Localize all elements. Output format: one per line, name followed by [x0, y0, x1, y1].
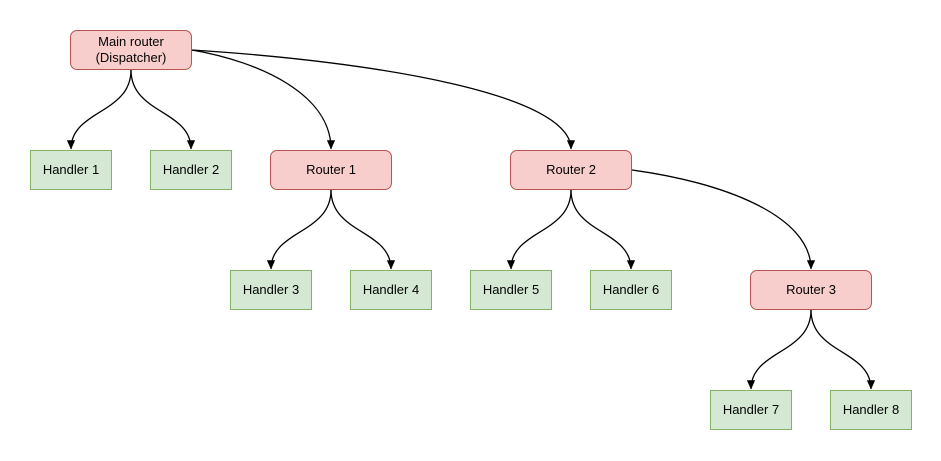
edge-main-router-to-router-2 [191, 49, 576, 150]
node-router-1: Router 1 [270, 150, 392, 190]
node-router-2: Router 2 [510, 150, 632, 190]
node-handler-7: Handler 7 [710, 390, 792, 430]
edge-main-router-to-handler-2 [130, 69, 196, 150]
node-main-router: Main router (Dispatcher) [70, 30, 192, 70]
edge-main-router-to-handler-1 [66, 69, 132, 150]
node-router-3: Router 3 [750, 270, 872, 310]
node-handler-3: Handler 3 [230, 270, 312, 310]
edge-router-1-to-handler-4 [330, 189, 396, 270]
node-handler-2: Handler 2 [150, 150, 232, 190]
node-handler-8: Handler 8 [830, 390, 912, 430]
edge-router-2-to-router-3 [631, 169, 816, 270]
edge-main-router-to-router-1 [191, 49, 336, 150]
node-handler-6: Handler 6 [590, 270, 672, 310]
edge-router-2-to-handler-6 [570, 189, 636, 270]
node-handler-5: Handler 5 [470, 270, 552, 310]
edge-router-2-to-handler-5 [506, 189, 572, 270]
edge-router-1-to-handler-3 [266, 189, 332, 270]
node-handler-4: Handler 4 [350, 270, 432, 310]
edge-router-3-to-handler-8 [810, 309, 876, 390]
edge-router-3-to-handler-7 [746, 309, 812, 390]
node-handler-1: Handler 1 [30, 150, 112, 190]
